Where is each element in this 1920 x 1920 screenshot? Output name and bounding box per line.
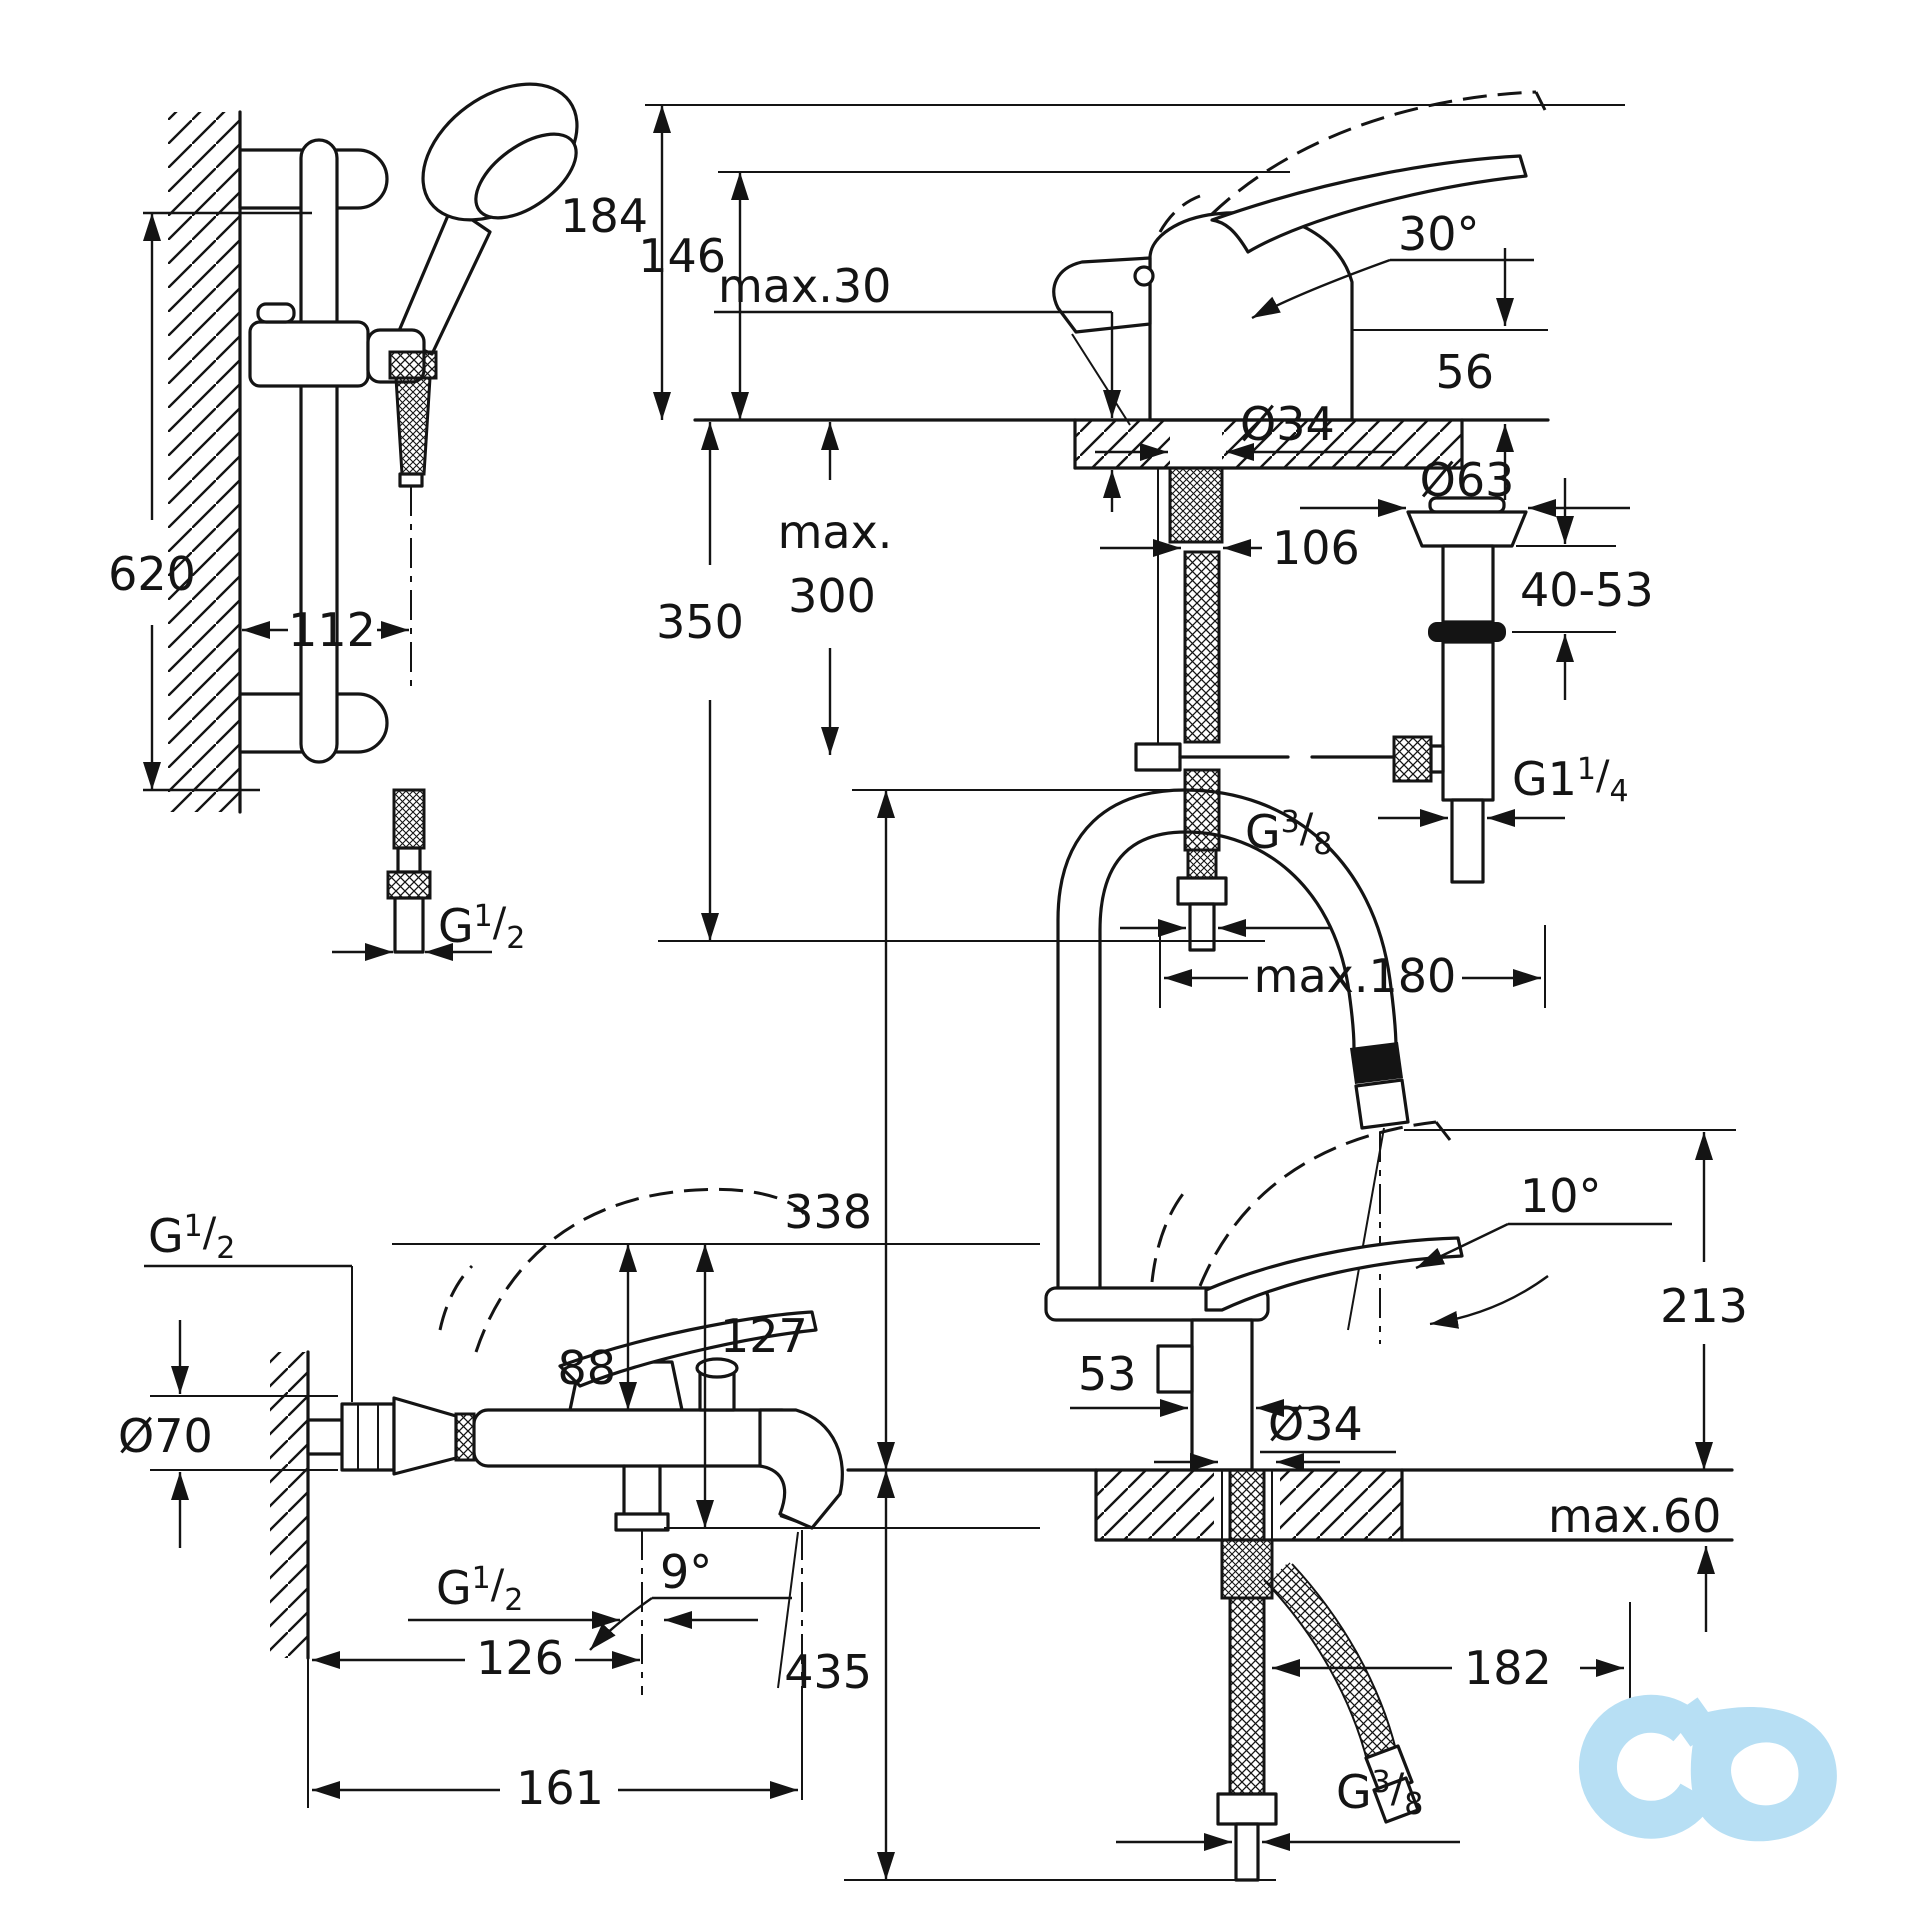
dim-label-300: 300 [788, 569, 876, 623]
tall-mixer-shank [1220, 1538, 1274, 1600]
dim-label-hose-thread: G1/2 [438, 899, 525, 956]
dim-label-wall-offset: 112 [288, 603, 376, 657]
hose-end-fitting [1372, 1776, 1420, 1824]
union-cone [392, 1396, 458, 1476]
water-stream-10 [1347, 1127, 1385, 1331]
basin-mixer-body [1052, 90, 1547, 426]
tall-mixer-dimensions: 338 435 53 10° 213 Ø34 max.60 182 G3/8 [784, 789, 1748, 1881]
tall-mixer-underdeck [1216, 1538, 1420, 1882]
drawing-tall-mixer: 338 435 53 10° 213 Ø34 max.60 182 G3/8 [784, 788, 1748, 1882]
hose-outlet-stub [614, 1512, 670, 1532]
waste-knob [1392, 735, 1433, 783]
dim-label-56: 56 [1435, 345, 1494, 399]
water-stream-30 [1071, 333, 1131, 426]
dim-label-161: 161 [516, 1761, 604, 1815]
dim-label-10deg: 10° [1520, 1169, 1602, 1223]
dim-label-127: 127 [720, 1309, 808, 1363]
dim-label-9deg: 9° [660, 1545, 712, 1599]
dim-label-126: 126 [476, 1631, 564, 1685]
shower-rail-dimensions: 620 112 G1/2 [108, 211, 525, 961]
dim-label-dia34: Ø34 [1240, 397, 1335, 451]
dim-label-213: 213 [1660, 1279, 1748, 1333]
dim-label-max180: max.180 [1254, 949, 1457, 1003]
basin-mixer-underdeck [1134, 466, 1396, 952]
dim-label-dia63: Ø63 [1420, 453, 1515, 507]
shower-rail-bar [299, 138, 339, 764]
hose-braid [394, 376, 432, 476]
dim-label-g38: G3/8 [1245, 805, 1332, 862]
dim-label-g114: G11/4 [1512, 752, 1629, 809]
tall-mixer-deck [846, 1468, 1734, 1542]
swivel-arc-arrow [1429, 1275, 1549, 1329]
drawing-shower-rail-set: 620 112 G1/2 [108, 82, 579, 961]
hose-end-thread [392, 788, 426, 850]
dim-label-40-53: 40-53 [1520, 563, 1654, 617]
dim-label-184: 184 [560, 189, 648, 243]
dim-label-max60: max.60 [1548, 1489, 1721, 1543]
basin-mixer-lever [1210, 154, 1528, 254]
flex-hose [1183, 550, 1221, 744]
waste-tailpipe [1450, 798, 1485, 884]
dim-label-338: 338 [784, 1185, 872, 1239]
supply-nut [1176, 876, 1228, 906]
bath-mixer-body [306, 1187, 844, 1808]
mixer-shank [1168, 466, 1224, 544]
dim-label-dia70: Ø70 [118, 1409, 213, 1463]
hand-shower-face [474, 132, 578, 220]
flex-hose-straight [1228, 1596, 1266, 1796]
bath-spout [758, 1408, 844, 1530]
hose-nut-2 [1216, 1792, 1278, 1826]
waste-oring [1428, 622, 1506, 642]
dim-label-g38-2: G3/8 [1336, 1765, 1423, 1822]
basin-mixer-spout [1052, 256, 1152, 334]
hose-nut [388, 350, 438, 380]
tall-mixer-lever [1204, 1236, 1464, 1312]
dim-label-53: 53 [1078, 1347, 1137, 1401]
slider-button [256, 302, 296, 324]
brand-watermark-icon [1578, 1694, 1837, 1842]
rail-slider [248, 320, 370, 388]
water-stream-9 [777, 1531, 799, 1689]
basin-mixer-dimensions: 184 146 max.30 30° 56 Ø34 Ø63 350 max. [560, 105, 1654, 1008]
tall-mixer-body [1044, 788, 1549, 1472]
mixer-column [1190, 1318, 1254, 1472]
bath-mixer-dimensions: G1/2 Ø70 88 127 9° G1/2 126 161 [118, 1209, 1040, 1815]
dim-label-max: max. [778, 505, 893, 559]
dim-label-g12-wall: G1/2 [148, 1209, 235, 1266]
basin-mixer-deck [693, 418, 1550, 470]
dim-label-dia34-2: Ø34 [1268, 1397, 1363, 1451]
drawing-bath-mixer: G1/2 Ø70 88 127 9° G1/2 126 161 [118, 1187, 1040, 1815]
dim-label-106: 106 [1272, 521, 1360, 575]
flex-hose-curved [1267, 1561, 1397, 1760]
dim-label-88: 88 [557, 1341, 616, 1395]
spout-arc [1098, 830, 1356, 1302]
dim-label-rail-height: 620 [108, 547, 196, 601]
hose-end-knurl [386, 870, 432, 900]
popup-waste [1392, 496, 1528, 884]
spout-outlet-band [1350, 1042, 1403, 1084]
mixer-barrel [472, 1408, 798, 1468]
dim-label-146: 146 [638, 229, 726, 283]
wall-hatch-2 [270, 1352, 308, 1658]
union-nut [340, 1402, 396, 1472]
dim-label-30deg: 30° [1398, 207, 1480, 261]
rod-joint [1134, 742, 1182, 772]
wall-hatch [168, 112, 240, 812]
dim-label-max30: max.30 [718, 259, 891, 313]
drawing-basin-mixer: 184 146 max.30 30° 56 Ø34 Ø63 350 max. [560, 90, 1654, 1008]
dim-label-435: 435 [784, 1645, 872, 1699]
dim-label-350: 350 [656, 595, 744, 649]
dim-label-g12-hose: G1/2 [436, 1561, 523, 1618]
dim-label-182: 182 [1464, 1641, 1552, 1695]
